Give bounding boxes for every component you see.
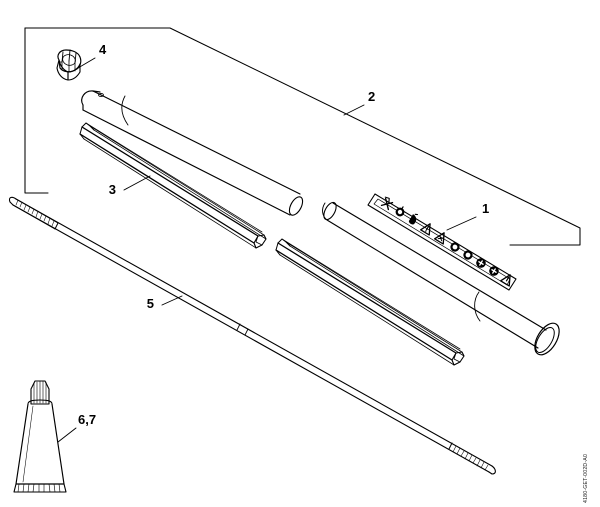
- leader-6-7: [57, 427, 77, 443]
- part-number-text: 4180-GET-002D-A0: [583, 454, 589, 503]
- flexible-drive-shaft: [8, 196, 496, 475]
- callout-2: 2: [368, 89, 375, 104]
- callout-4: 4: [99, 42, 107, 57]
- callout-6-7: 6,7: [78, 412, 96, 427]
- callout-leaders: [57, 57, 477, 443]
- callout-1: 1: [482, 201, 489, 216]
- perspective-frame: [24, 27, 581, 246]
- grease-tube: [13, 380, 67, 493]
- callout-3: 3: [109, 182, 116, 197]
- leader-5: [161, 295, 183, 306]
- callout-numbers: 1 2 3 4 5 6,7: [78, 42, 489, 427]
- leader-3: [123, 175, 151, 191]
- diagram-part-number: 4180-GET-002D-A0: [583, 454, 589, 503]
- leader-4: [77, 57, 96, 69]
- leader-2: [343, 104, 365, 116]
- clamp-ring-nut: [56, 49, 82, 81]
- callout-5: 5: [147, 296, 154, 311]
- drive-tube: [81, 90, 560, 356]
- liner: [79, 122, 465, 366]
- leader-1: [446, 216, 477, 231]
- warning-label-pictograms: [380, 196, 511, 287]
